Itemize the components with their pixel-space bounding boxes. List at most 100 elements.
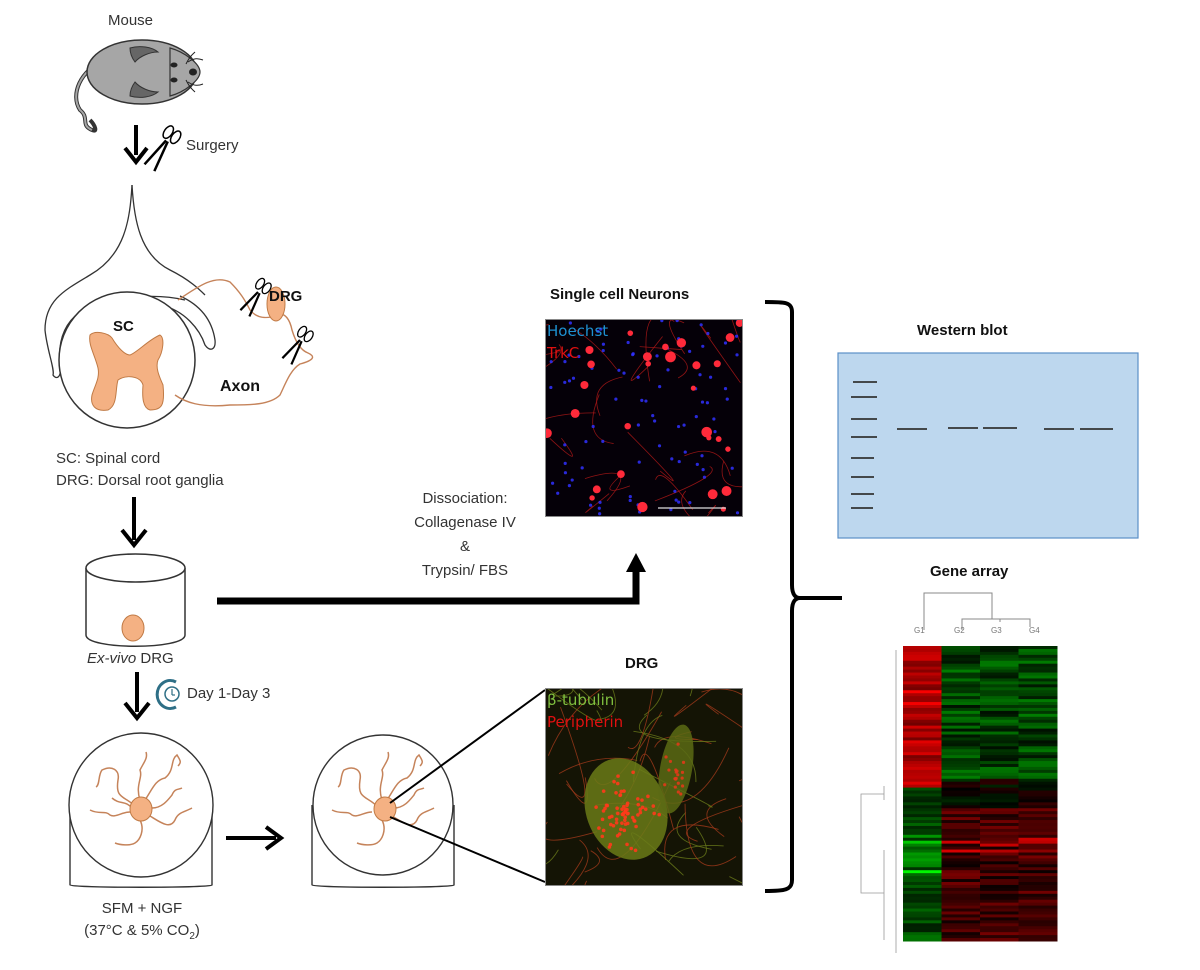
- heatmap-cell: [903, 805, 942, 809]
- heatmap-cell: [941, 796, 981, 800]
- heatmap-cell: [980, 678, 1019, 682]
- neuron-soma: [624, 422, 631, 430]
- heatmap-cell: [1018, 893, 1058, 898]
- heatmap-cell: [1018, 823, 1058, 827]
- neuron-cell: [617, 832, 622, 836]
- heatmap-cell: [903, 861, 942, 865]
- neurite-process: [684, 450, 731, 476]
- heatmap-cell: [941, 825, 981, 830]
- axon-fiber: [560, 706, 586, 798]
- heatmap-cell: [941, 923, 981, 927]
- gene-array-heatmap: [903, 646, 1058, 942]
- neuron-cell: [614, 817, 619, 822]
- heatmap-cell: [1018, 911, 1058, 915]
- heatmap-cell: [1018, 678, 1058, 682]
- heatmap-cell: [941, 663, 981, 668]
- heatmap-cell: [903, 808, 942, 812]
- heatmap-cell: [941, 743, 981, 747]
- heatmap-cell: [903, 837, 942, 842]
- nucleus: [702, 475, 707, 479]
- mouse-icon: [74, 39, 204, 133]
- neuron-cell: [643, 807, 648, 811]
- drg-image-title: DRG: [625, 655, 659, 672]
- heatmap-cell: [903, 893, 942, 898]
- neuron-cell: [626, 811, 630, 816]
- heatmap-cell: [941, 882, 981, 886]
- heatmap-cell: [941, 678, 981, 682]
- axon-fiber: [558, 757, 638, 775]
- neuron-cell: [631, 770, 635, 775]
- heatmap-cell: [980, 870, 1019, 874]
- heatmap-cell: [903, 651, 942, 656]
- heatmap-cell: [1018, 787, 1058, 792]
- heatmap-cell: [1018, 725, 1058, 730]
- neurite-process: [664, 347, 688, 379]
- neuron-cell: [681, 760, 686, 764]
- heatmap-cell: [980, 687, 1019, 691]
- nucleus: [683, 450, 687, 454]
- drg-label: DRG: [269, 288, 303, 305]
- heatmap-cell: [980, 929, 1019, 933]
- nucleus: [660, 320, 664, 323]
- heatmap-cell: [1018, 799, 1058, 803]
- neuron-soma: [707, 489, 718, 500]
- heatmap-cell: [941, 879, 981, 883]
- heatmap-cell: [941, 911, 981, 915]
- heatmap-cell: [980, 905, 1019, 910]
- heatmap-cell: [941, 935, 981, 939]
- axon-fiber: [673, 689, 713, 717]
- neuron-cell: [680, 784, 685, 788]
- nucleus: [695, 462, 699, 466]
- neuron-soma: [725, 446, 731, 452]
- heatmap-cell: [1018, 672, 1058, 676]
- neuron-cell: [636, 813, 640, 817]
- heatmap-cell: [941, 887, 981, 892]
- neuron-cell: [638, 810, 643, 815]
- heatmap-cell: [941, 666, 981, 671]
- nucleus: [700, 400, 705, 404]
- drg-culture-1: [129, 796, 153, 822]
- heatmap-cell: [980, 831, 1019, 836]
- heatmap-cell: [903, 696, 942, 700]
- heatmap-cell: [1018, 890, 1058, 895]
- heatmap-cell: [980, 799, 1019, 803]
- axon-label: Axon: [220, 378, 260, 395]
- axon-fiber: [738, 816, 742, 823]
- heatmap-cell: [980, 843, 1019, 848]
- neuron-cell: [676, 790, 680, 794]
- gene-array-title: Gene array: [930, 563, 1009, 580]
- neuron-soma: [587, 360, 595, 369]
- heatmap-cell: [1018, 719, 1058, 724]
- heatmap-cell: [941, 675, 981, 679]
- neuron-cell: [611, 823, 616, 828]
- heatmap-cell: [980, 938, 1019, 942]
- heatmap-cell: [980, 734, 1019, 738]
- single-cell-title: Single cell Neurons: [550, 286, 690, 303]
- heatmap-cell: [941, 920, 981, 924]
- nucleus: [725, 397, 729, 401]
- heatmap-cell: [941, 932, 981, 936]
- heatmap-cell: [1018, 764, 1058, 768]
- heatmap-cell: [903, 882, 942, 886]
- axon-fiber: [564, 856, 584, 885]
- neuron-cell: [603, 806, 607, 811]
- heatmap-cell: [903, 781, 942, 786]
- neuron-cell: [629, 846, 634, 851]
- beta-tubulin-stain-label: β-tubulin: [547, 691, 615, 709]
- neuron-soma: [715, 436, 722, 443]
- heatmap-cell: [980, 917, 1019, 921]
- nucleus: [626, 340, 630, 345]
- heatmap-cell: [941, 938, 981, 942]
- heatmap-cell: [941, 687, 981, 691]
- heatmap-cell: [1018, 696, 1058, 700]
- neuron-cell: [676, 742, 680, 746]
- axon-fiber: [655, 826, 707, 860]
- heatmap-cell: [980, 935, 1019, 939]
- neuron-cell: [612, 779, 616, 784]
- nucleus: [599, 327, 603, 331]
- neuron-cell: [633, 848, 638, 853]
- heatmap-cell: [980, 920, 1019, 924]
- heatmap-cell: [941, 899, 981, 904]
- heatmap-cell: [980, 846, 1019, 851]
- heatmap-cell: [980, 817, 1019, 821]
